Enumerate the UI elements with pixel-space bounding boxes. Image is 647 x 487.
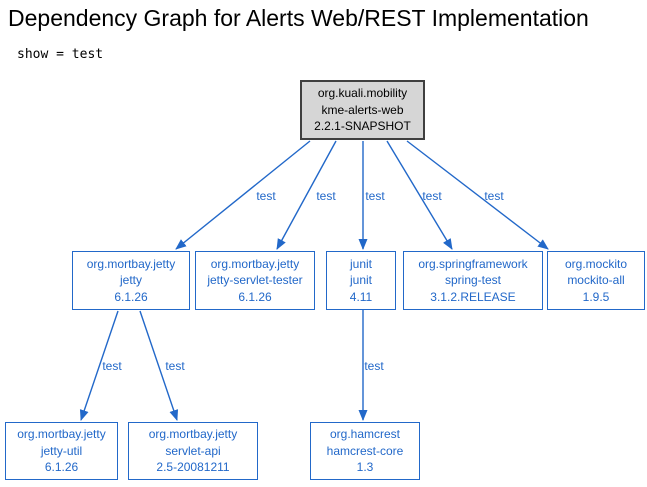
node-version: 6.1.26 xyxy=(44,460,79,475)
node-artifact-id: kme-alerts-web xyxy=(321,102,404,117)
node-artifact-id: hamcrest-core xyxy=(326,443,404,458)
node-group-id: org.mockito xyxy=(564,256,628,271)
node-version: 6.1.26 xyxy=(114,289,148,304)
page-title: Dependency Graph for Alerts Web/REST Imp… xyxy=(8,5,589,31)
edge-label-scope: test xyxy=(484,189,504,203)
node-group-id: junit xyxy=(349,256,372,271)
edge-root-jetty-servlet-tester xyxy=(276,140,337,250)
node-jetty-util: org.mortbay.jetty jetty-util 6.1.26 xyxy=(5,422,118,480)
node-group-id: org.mortbay.jetty xyxy=(210,256,300,271)
node-artifact-id: junit xyxy=(349,273,372,288)
node-version: 2.5-20081211 xyxy=(156,460,230,475)
node-junit: junit junit 4.11 xyxy=(326,251,396,310)
edge-label-scope: test xyxy=(256,189,276,203)
edge-jetty-jetty-util xyxy=(79,310,119,421)
node-kme-alerts-web: org.kuali.mobility kme-alerts-web 2.2.1-… xyxy=(300,80,425,140)
node-version: 1.3 xyxy=(356,460,374,475)
node-artifact-id: jetty xyxy=(119,273,142,288)
node-version: 6.1.26 xyxy=(238,289,272,304)
node-version: 4.11 xyxy=(349,289,373,304)
node-artifact-id: mockito-all xyxy=(567,273,625,288)
node-version: 1.9.5 xyxy=(582,289,610,304)
node-version: 3.1.2.RELEASE xyxy=(430,289,516,304)
edge-label-scope: test xyxy=(422,189,442,203)
node-group-id: org.kuali.mobility xyxy=(317,86,408,101)
edge-label-scope: test xyxy=(365,189,385,203)
edge-root-jetty xyxy=(175,140,311,250)
node-group-id: org.mortbay.jetty xyxy=(17,427,106,442)
edge-label-scope: test xyxy=(102,359,122,373)
filter-note: show = test xyxy=(17,47,104,62)
node-group-id: org.hamcrest xyxy=(329,427,401,442)
node-spring-test: org.springframework spring-test 3.1.2.RE… xyxy=(403,251,543,310)
edge-label-scope: test xyxy=(316,189,336,203)
node-jetty-servlet-tester: org.mortbay.jetty jetty-servlet-tester 6… xyxy=(195,251,315,310)
node-hamcrest-core: org.hamcrest hamcrest-core 1.3 xyxy=(310,422,420,480)
edge-jetty-servlet-api xyxy=(139,310,179,421)
node-group-id: org.springframework xyxy=(418,256,528,271)
edge-root-mockito-all xyxy=(406,140,549,250)
node-version: 2.2.1-SNAPSHOT xyxy=(314,119,411,134)
edge-label-scope: test xyxy=(165,359,185,373)
edge-root-spring-test xyxy=(386,140,453,250)
node-artifact-id: spring-test xyxy=(444,273,502,288)
node-group-id: org.mortbay.jetty xyxy=(86,256,176,271)
node-servlet-api: org.mortbay.jetty servlet-api 2.5-200812… xyxy=(128,422,258,480)
node-artifact-id: servlet-api xyxy=(165,443,221,458)
node-artifact-id: jetty-util xyxy=(40,443,83,458)
node-group-id: org.mortbay.jetty xyxy=(148,427,238,442)
node-artifact-id: jetty-servlet-tester xyxy=(207,273,303,288)
edge-label-scope: test xyxy=(364,359,384,373)
node-jetty: org.mortbay.jetty jetty 6.1.26 xyxy=(72,251,190,310)
node-mockito-all: org.mockito mockito-all 1.9.5 xyxy=(547,251,645,310)
